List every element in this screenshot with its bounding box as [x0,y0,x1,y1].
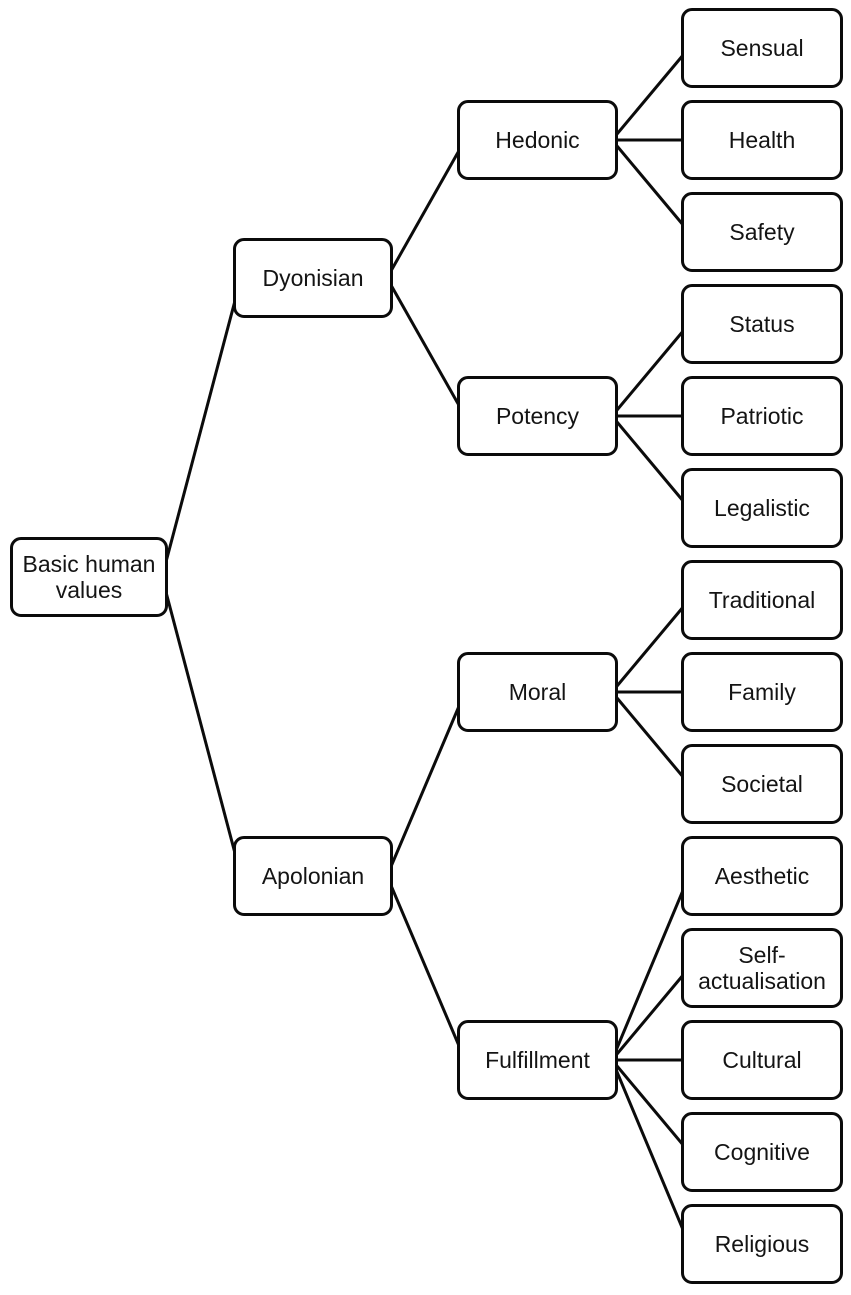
node-label: Sensual [720,35,804,61]
node-label: Aesthetic [714,863,810,889]
node-label: Self-actualisation [698,942,826,994]
node-label: Apolonian [261,863,365,889]
node-societal: Societal [681,744,843,824]
node-legalistic: Legalistic [681,468,843,548]
connector-fulfillment-cognitive [610,1059,691,1153]
node-label: Basic human values [22,551,156,603]
connector-fulfillment-aesthetic [610,875,691,1061]
node-label: Family [728,679,796,705]
node-label: Dyonisian [262,265,364,291]
connector-root-dyonisian [160,277,243,578]
node-basic-human-values: Basic human values [10,537,168,617]
node-status: Status [681,284,843,364]
connector-dyonisian-hedonic [385,139,467,279]
node-label: Traditional [708,587,816,613]
connector-fulfillment-self-actualisation [610,967,691,1061]
connector-potency-status [610,323,691,417]
connector-potency-legalistic [610,415,691,509]
connector-dyonisian-potency [385,277,467,417]
connector-moral-traditional [610,599,691,693]
node-potency: Potency [457,376,618,456]
node-hedonic: Hedonic [457,100,618,180]
node-label: Safety [729,219,795,245]
node-label: Societal [721,771,803,797]
node-self-actualisation: Self-actualisation [681,928,843,1008]
connector-apolonian-fulfillment [385,875,467,1061]
node-patriotic: Patriotic [681,376,843,456]
node-cognitive: Cognitive [681,1112,843,1192]
node-aesthetic: Aesthetic [681,836,843,916]
node-label: Religious [714,1231,810,1257]
node-label: Hedonic [495,127,580,153]
connector-root-apolonian [160,576,243,877]
connector-hedonic-safety [610,139,691,233]
connector-moral-societal [610,691,691,785]
node-label: Potency [495,403,580,429]
connector-hedonic-sensual [610,47,691,141]
connector-apolonian-moral [385,691,467,877]
node-label: Fulfillment [485,1047,590,1073]
node-label: Moral [508,679,567,705]
node-family: Family [681,652,843,732]
node-health: Health [681,100,843,180]
node-dyonisian: Dyonisian [233,238,393,318]
node-cultural: Cultural [681,1020,843,1100]
node-label: Patriotic [720,403,804,429]
node-moral: Moral [457,652,618,732]
node-label: Legalistic [714,495,810,521]
node-religious: Religious [681,1204,843,1284]
node-safety: Safety [681,192,843,272]
node-sensual: Sensual [681,8,843,88]
connector-fulfillment-religious [610,1059,691,1245]
node-apolonian: Apolonian [233,836,393,916]
node-label: Cognitive [714,1139,810,1165]
node-label: Cultural [722,1047,802,1073]
node-label: Status [729,311,795,337]
node-traditional: Traditional [681,560,843,640]
node-fulfillment: Fulfillment [457,1020,618,1100]
node-label: Health [728,127,796,153]
